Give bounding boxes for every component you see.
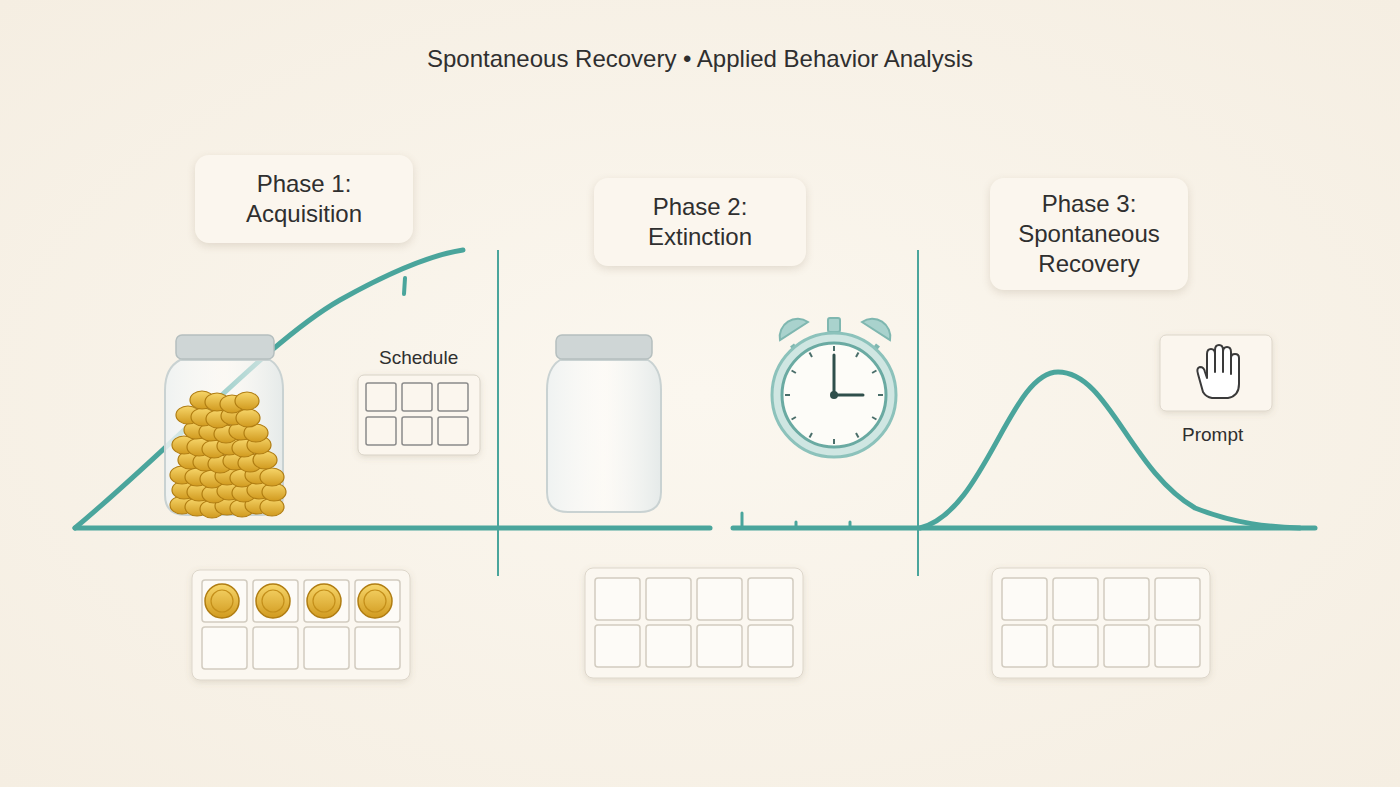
- diagram-title: Spontaneous Recovery • Applied Behavior …: [0, 45, 1400, 73]
- phase-divider: [498, 250, 918, 576]
- schedule-card: [358, 375, 480, 455]
- phase-box: Phase 3: Spontaneous Recovery: [990, 178, 1188, 290]
- empty-jar: [547, 335, 661, 512]
- graph-lines: [75, 250, 1315, 528]
- phase-box: Phase 1: Acquisition: [195, 155, 413, 243]
- phase-box: Phase 2: Extinction: [594, 178, 806, 266]
- phase-label: Phase 3: Spontaneous Recovery: [1004, 189, 1174, 279]
- timer-clock: [772, 318, 896, 457]
- token-boards: [192, 568, 1210, 680]
- phase-label: Phase 2: Extinction: [608, 192, 792, 252]
- phase-label: Phase 1: Acquisition: [209, 169, 399, 229]
- coin-jar: [165, 335, 286, 518]
- prompt-label: Prompt: [1182, 424, 1243, 446]
- prompt-card: [1160, 335, 1272, 411]
- schedule-label: Schedule: [379, 347, 458, 369]
